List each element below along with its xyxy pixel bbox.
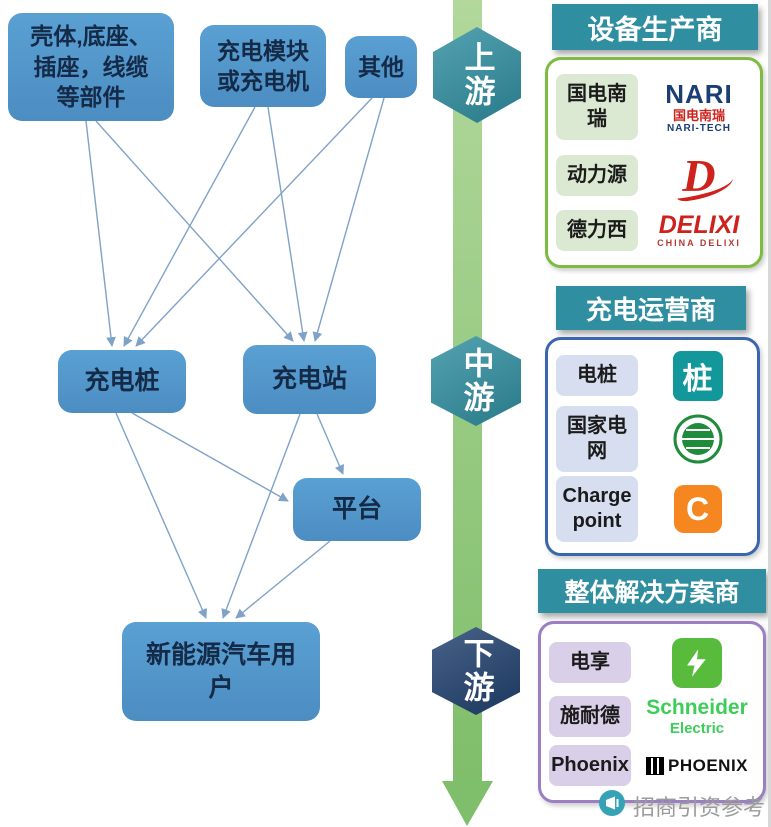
state-grid-emblem-icon bbox=[673, 414, 722, 463]
nari-tech-wordmark: NARI-TECH bbox=[667, 123, 731, 135]
dianzhuang-logo: 桩 bbox=[646, 350, 749, 401]
solution-row-schneider: 施耐德 Schneider Electric bbox=[549, 696, 755, 737]
phoenix-wordmark: PHOENIX bbox=[667, 755, 749, 775]
nari-chinese-name: 国电南瑞 bbox=[672, 107, 725, 123]
chargepoint-letter-icon: C bbox=[673, 485, 722, 534]
company-label-dongliyuan: 动力源 bbox=[556, 154, 638, 196]
manufacturer-row-dongliyuan: 动力源 D bbox=[556, 149, 752, 203]
solution-row-dianxiang: 电享 bbox=[549, 637, 755, 688]
dianzhuang-glyph-icon: 桩 bbox=[672, 350, 723, 401]
node-charging-module: 充电模块 或充电机 bbox=[200, 25, 326, 107]
stage-downstream-label: 下游 bbox=[458, 637, 494, 705]
panel-operators-title: 充电运营商 bbox=[556, 286, 746, 330]
manufacturer-row-delixi: 德力西 DELIXI CHINA DELIXI bbox=[556, 209, 752, 251]
watermark: 招商引资参考 bbox=[598, 790, 765, 822]
node-other: 其他 bbox=[345, 36, 417, 98]
company-label-chargepoint: Charge point bbox=[556, 476, 638, 543]
company-label-schneider: 施耐德 bbox=[549, 695, 631, 737]
schneider-logo: Schneider Electric bbox=[639, 696, 755, 737]
panel-solution-providers: 电享 施耐德 Schneider Electric Phoenix PH bbox=[538, 621, 766, 803]
node-components: 壳体,底座、 插座，线缆 等部件 bbox=[8, 13, 174, 121]
panel-operators: 电桩 桩 国家电 网 Charge point C bbox=[545, 337, 760, 556]
operator-row-state-grid: 国家电 网 bbox=[556, 405, 749, 472]
dianxiang-logo bbox=[639, 637, 755, 688]
manufacturer-row-nari: 国电南 瑞 NARI 国电南瑞 NARI-TECH bbox=[556, 74, 752, 141]
company-label-phoenix: Phoenix bbox=[549, 745, 631, 787]
lightning-icon bbox=[672, 637, 722, 688]
megaphone-icon bbox=[598, 790, 625, 822]
operator-row-chargepoint: Charge point C bbox=[556, 476, 749, 543]
operator-row-dianzhuang: 电桩 桩 bbox=[556, 350, 749, 401]
company-label-delixi: 德力西 bbox=[556, 209, 638, 251]
node-ev-users: 新能源汽车用 户 bbox=[122, 622, 320, 721]
stage-midstream-label: 中游 bbox=[458, 347, 494, 415]
node-charging-pile: 充电桩 bbox=[58, 350, 186, 413]
chargepoint-logo: C bbox=[646, 485, 749, 534]
nari-wordmark: NARI bbox=[665, 79, 733, 110]
company-label-dianxiang: 电享 bbox=[549, 642, 631, 684]
downstream-flow-arrow-head bbox=[442, 781, 493, 826]
panel-manufacturers-title: 设备生产商 bbox=[552, 4, 758, 50]
solution-row-phoenix: Phoenix PHOENIX bbox=[549, 745, 755, 787]
node-platform: 平台 bbox=[293, 478, 421, 541]
nari-logo: NARI 国电南瑞 NARI-TECH bbox=[646, 80, 752, 134]
phoenix-contact-icon bbox=[645, 756, 664, 775]
flow-edges bbox=[85, 97, 385, 619]
schneider-electric-subtext: Electric bbox=[669, 719, 725, 737]
delixi-logo: DELIXI CHINA DELIXI bbox=[646, 210, 752, 249]
company-label-guodian-nari: 国电南 瑞 bbox=[556, 74, 638, 141]
schneider-wordmark: Schneider bbox=[646, 695, 748, 719]
state-grid-logo bbox=[646, 413, 749, 465]
stage-upstream-label: 上游 bbox=[459, 41, 495, 109]
dongliyuan-logo: D bbox=[646, 149, 752, 203]
panel-solution-providers-title: 整体解决方案商 bbox=[538, 569, 766, 613]
dongliyuan-letter: D bbox=[682, 149, 716, 201]
screenshot-right-border bbox=[768, 0, 771, 827]
company-label-state-grid: 国家电 网 bbox=[556, 405, 638, 472]
watermark-text: 招商引资参考 bbox=[632, 795, 765, 820]
delixi-subtext: CHINA DELIXI bbox=[657, 238, 741, 249]
phoenix-logo: PHOENIX bbox=[639, 756, 755, 776]
node-charging-station: 充电站 bbox=[243, 345, 376, 414]
delixi-wordmark: DELIXI bbox=[658, 210, 740, 239]
company-label-dianzhuang: 电桩 bbox=[556, 355, 638, 397]
panel-manufacturers: 国电南 瑞 NARI 国电南瑞 NARI-TECH 动力源 D 德力西 bbox=[545, 57, 763, 268]
